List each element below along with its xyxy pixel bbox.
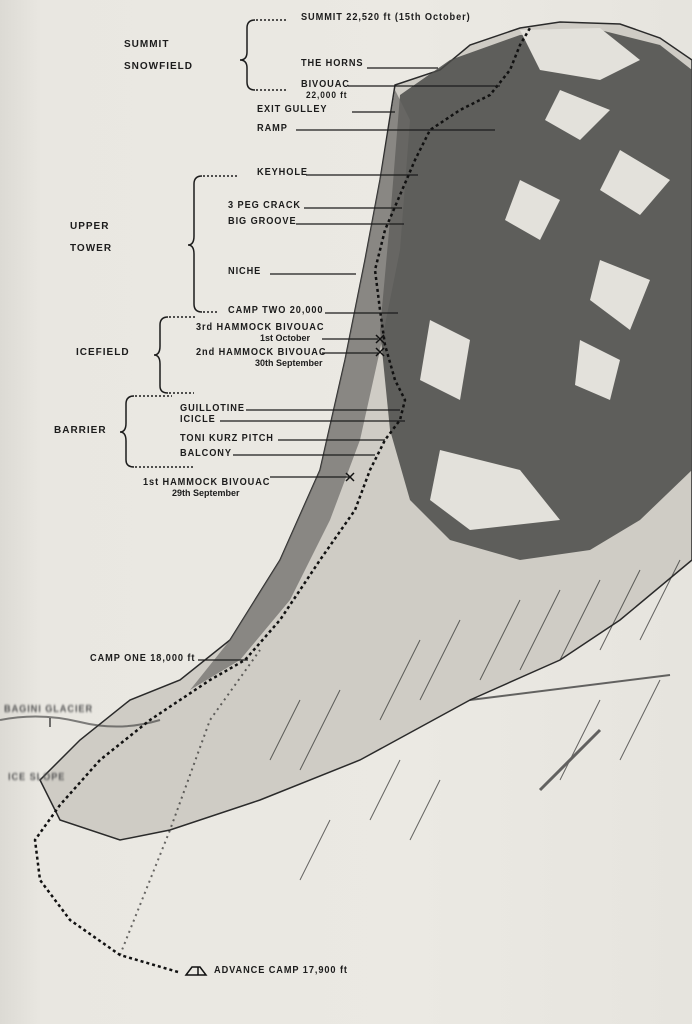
bracket-dotted-leaders <box>135 19 286 468</box>
group-icefield: ICEFIELD <box>76 342 130 364</box>
label-1st-hammock-bivouac: 1st HAMMOCK BIVOUAC <box>143 477 271 488</box>
label-the-horns: THE HORNS <box>301 58 364 69</box>
label-advance-camp: ADVANCE CAMP 17,900 ft <box>214 965 348 976</box>
group-label-line: SUMMIT <box>124 39 170 50</box>
label-ramp: RAMP <box>257 123 288 134</box>
label-2nd-hammock-bivouac: 2nd HAMMOCK BIVOUAC <box>196 347 327 358</box>
label-3-peg-crack: 3 PEG CRACK <box>228 200 302 211</box>
label-exit-gulley: EXIT GULLEY <box>257 104 328 115</box>
group-label-line: BARRIER <box>54 425 107 436</box>
label-icicle: ICICLE <box>180 414 216 425</box>
group-label-line: TOWER <box>70 243 113 254</box>
label-3rd-hammock-bivouac: 3rd HAMMOCK BIVOUAC <box>196 322 325 333</box>
rock-mass <box>380 30 692 560</box>
group-brackets <box>119 19 256 468</box>
label-toni-kurz-pitch: TONI KURZ PITCH <box>180 433 274 444</box>
label-2nd-hammock-date: 30th September <box>255 358 323 368</box>
label-1st-hammock-date: 29th September <box>172 488 240 498</box>
group-upper-tower: UPPER TOWER <box>70 216 112 260</box>
label-glacier: BAGINI GLACIER <box>4 704 94 715</box>
tent-icon <box>184 966 208 976</box>
leader-lines <box>49 67 500 727</box>
group-barrier: BARRIER <box>54 420 107 442</box>
group-label-line: UPPER <box>70 221 110 232</box>
climbing-route <box>33 27 532 974</box>
label-camp-one: CAMP ONE 18,000 ft <box>90 653 196 664</box>
label-3rd-hammock-date: 1st October <box>260 333 311 343</box>
group-label-line: ICEFIELD <box>76 347 130 358</box>
group-summit-snowfield: SUMMIT SNOWFIELD <box>124 34 193 78</box>
label-guillotine: GUILLOTINE <box>180 403 245 414</box>
label-ice-slope: ICE SLOPE <box>8 772 66 783</box>
label-summit: SUMMIT 22,520 ft (15th October) <box>301 12 471 23</box>
slope-hatching <box>269 559 681 881</box>
label-big-groove: BIG GROOVE <box>228 216 297 227</box>
label-bivouac-altitude: 22,000 ft <box>306 90 348 100</box>
label-keyhole: KEYHOLE <box>257 167 308 178</box>
label-camp-two: CAMP TWO 20,000 <box>228 305 324 316</box>
group-label-line: SNOWFIELD <box>124 61 193 72</box>
label-bivouac: BIVOUAC <box>301 79 350 90</box>
label-niche: NICHE <box>228 266 262 277</box>
snow-patches <box>420 28 670 530</box>
label-balcony: BALCONY <box>180 448 232 459</box>
